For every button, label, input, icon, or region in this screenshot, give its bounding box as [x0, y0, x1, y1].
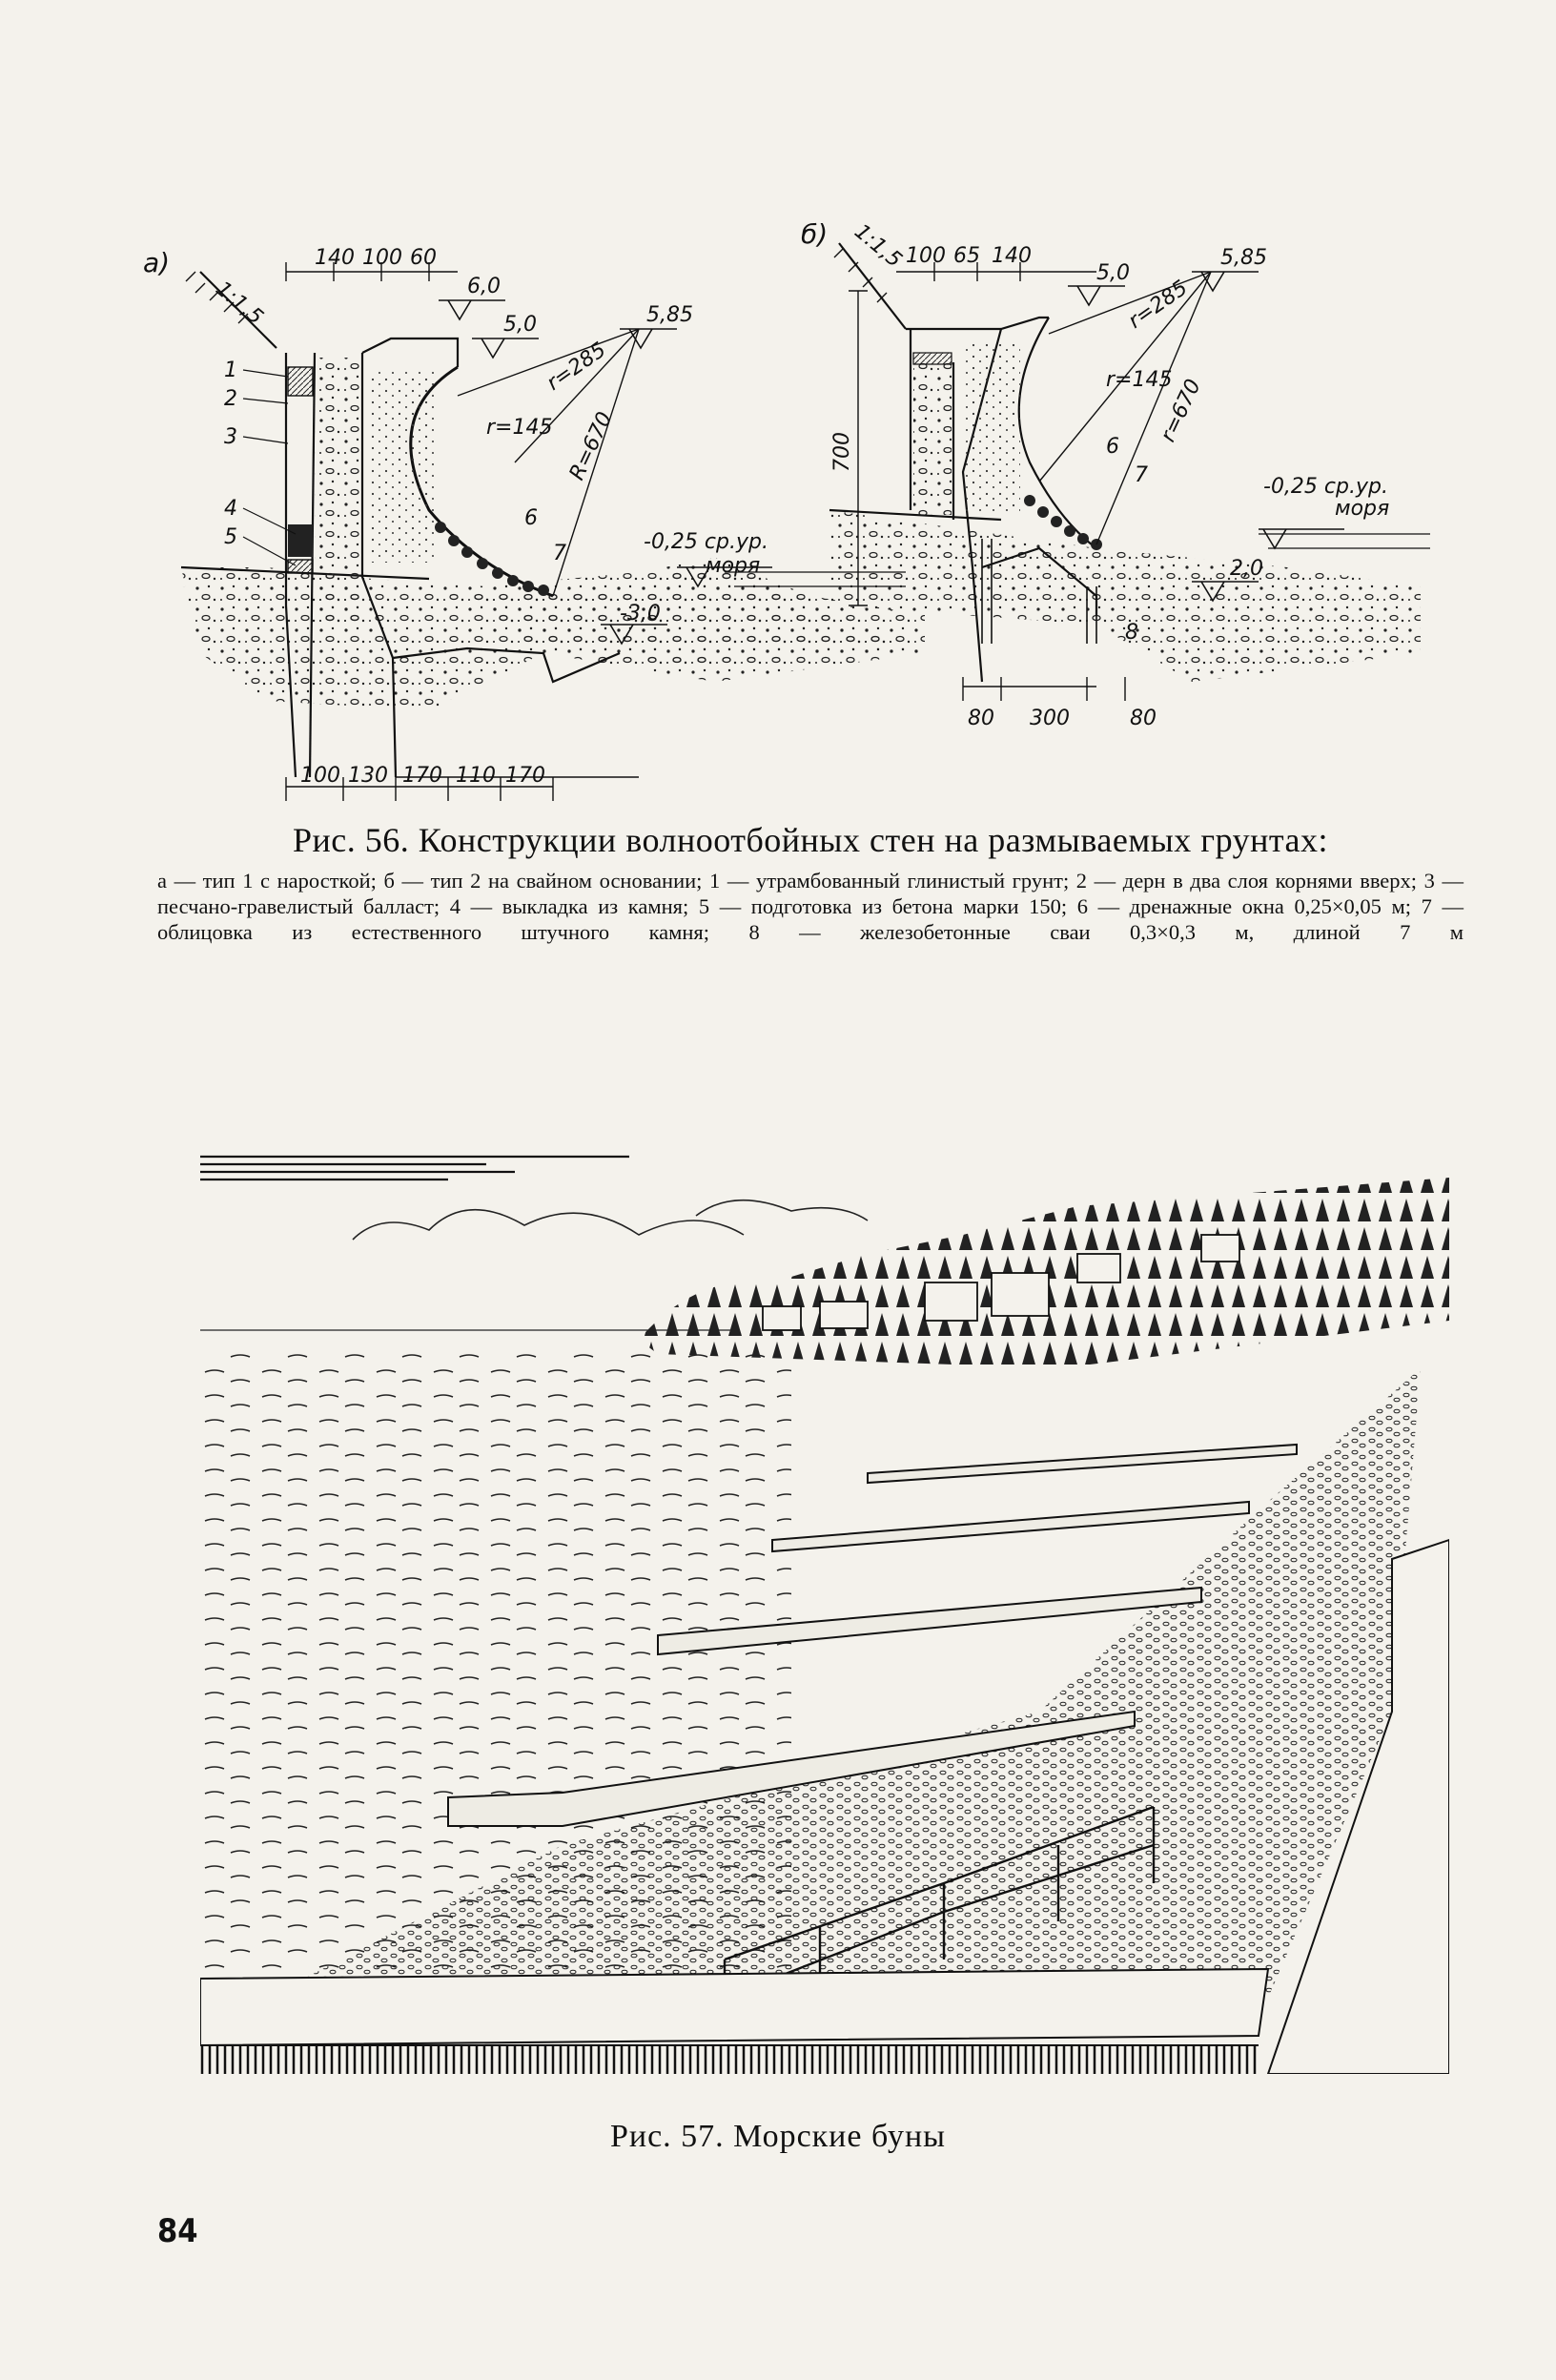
panel-b-callout-6: 6	[1106, 435, 1119, 459]
panel-a-callout-2: 2	[224, 387, 237, 411]
panel-a-callout-1: 1	[224, 359, 237, 382]
panel-a-dim-bottom-5: 170	[505, 764, 545, 788]
panel-a-callout-3: 3	[224, 425, 237, 449]
panel-a-callout-5: 5	[224, 525, 237, 549]
figure-56-drawings: а) 1:1,5 140 100 60 6,0 5,0 5,85 -0,25 с…	[143, 218, 1430, 801]
figure-57-caption: Рис. 57. Морские буны	[609, 2119, 947, 2154]
panel-b-dim-top-3: 140	[992, 244, 1032, 268]
figure-56-title: Рис. 56. Конструкции волноотбойных стен …	[292, 821, 1329, 859]
panel-a-radius-1: r=285	[543, 339, 610, 396]
figure-56-caption: Рис. 56. Конструкции волноотбойных стен …	[157, 820, 1464, 945]
panel-b-height-dim: 700	[830, 432, 854, 472]
panel-b-radius-1: r=285	[1124, 277, 1192, 334]
panel-a-radius-2: r=145	[486, 416, 552, 440]
panel-b-dim-bottom-3: 80	[1130, 707, 1157, 730]
panel-b-dim-top-1: 100	[906, 244, 946, 268]
panel-a-radius-3: R=670	[565, 408, 618, 483]
panel-a-labels: а) 1:1,5 140 100 60 6,0 5,0 5,85 -0,25 с…	[143, 246, 768, 788]
panel-a-dim-bottom-4: 110	[456, 764, 496, 788]
panel-a-drawing	[172, 262, 925, 801]
panel-a-dim-bottom-1: 100	[300, 764, 340, 788]
page-number: 84	[157, 2212, 198, 2250]
panel-a-dim-top-2: 100	[362, 246, 402, 270]
panel-b-drawing	[829, 242, 1430, 701]
panel-a-label: а)	[143, 247, 170, 278]
panel-b-dim-bottom-1: 80	[968, 707, 994, 730]
panel-a-dim-bottom-2: 130	[348, 764, 388, 788]
panel-b-level-3: -0,25 ср.ур.	[1263, 475, 1388, 499]
panel-a-level-2: 5,0	[503, 313, 537, 337]
panel-a-dim-bottom-3: 170	[402, 764, 442, 788]
panel-b-slope: 1:1,5	[850, 219, 906, 272]
figure-56-legend: а — тип 1 с наросткой; б — тип 2 на свай…	[157, 869, 1464, 944]
panel-b-level-5: 2,0	[1230, 557, 1263, 581]
panel-b-callout-8: 8	[1125, 621, 1138, 645]
panel-a-dim-top-3: 60	[410, 246, 437, 270]
panel-a-level-5: моря	[706, 554, 760, 578]
panel-a-level-4: -0,25 ср.ур.	[644, 530, 768, 554]
panel-b-dim-top-2: 65	[953, 244, 980, 268]
panel-a-callout-7: 7	[553, 542, 566, 565]
panel-b-level-4: моря	[1335, 497, 1389, 521]
panel-b-level-1: 5,0	[1096, 261, 1130, 285]
panel-a-level-6: -3,0	[620, 602, 661, 626]
figure-57-illustration	[200, 1155, 1449, 2074]
panel-b-dim-bottom-2: 300	[1030, 707, 1070, 730]
panel-a-level-1: 6,0	[467, 275, 501, 298]
panel-a-dim-top-1: 140	[315, 246, 355, 270]
panel-a-level-3: 5,85	[646, 303, 693, 327]
panel-b-callout-7: 7	[1135, 463, 1148, 487]
panel-b-radius-2: r=145	[1106, 368, 1172, 392]
panel-a-callout-6: 6	[524, 506, 538, 530]
panel-b-label: б)	[801, 218, 828, 250]
panel-a-callout-leaders	[242, 369, 297, 566]
panel-a-callout-4: 4	[224, 497, 237, 521]
panel-b-level-2: 5,85	[1220, 246, 1267, 270]
